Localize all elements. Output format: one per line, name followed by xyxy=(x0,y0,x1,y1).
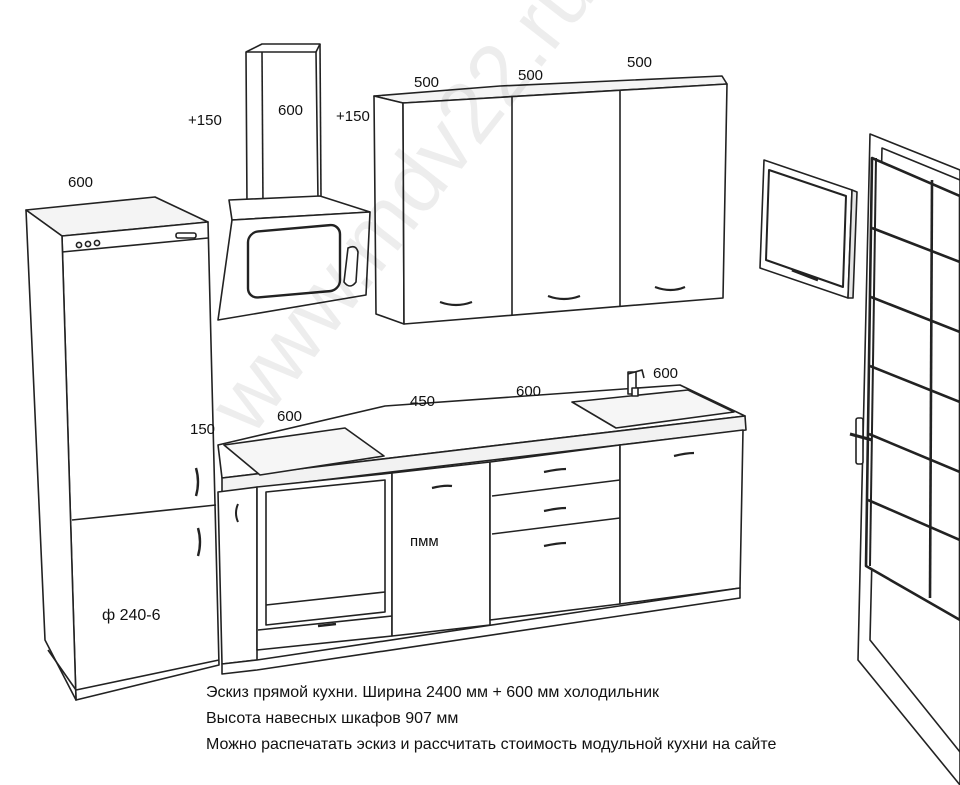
fridge-width-label: 600 xyxy=(68,174,94,191)
fridge-model-label: ф 240-6 xyxy=(102,607,161,624)
wall-cabinet-handle-2 xyxy=(547,294,581,301)
caption-line-2: Высота навесных шкафов 907 мм xyxy=(206,710,459,727)
wall-cabinet-handle-3 xyxy=(654,285,686,292)
dishwasher-label: пмм xyxy=(410,533,439,550)
countertop xyxy=(217,369,747,493)
wall-cabinet-handle-1 xyxy=(439,300,473,307)
control-buttons xyxy=(75,232,197,249)
fridge-lower-handle xyxy=(196,527,202,557)
sink-cabinet xyxy=(619,429,744,605)
refrigerator xyxy=(25,196,220,701)
caption-line-1: Эскиз прямой кухни. Ширина 2400 мм + 600… xyxy=(206,684,660,701)
wall-cabinet-2-label: 500 xyxy=(518,67,544,84)
base-cabinets xyxy=(217,429,744,675)
dishwasher-panel xyxy=(391,461,491,637)
sink xyxy=(571,389,735,429)
wall-plus-right-label: +150 xyxy=(336,108,370,125)
wall-cabinets xyxy=(373,75,728,325)
wall-cabinet-1-label: 500 xyxy=(414,74,440,91)
sink-width-label: 600 xyxy=(653,365,679,382)
hood-width-label: 600 xyxy=(278,102,304,119)
wall-cabinet-3-label: 500 xyxy=(627,54,653,71)
hood-plus-left-label: +150 xyxy=(188,112,222,129)
hob-width-label: 600 xyxy=(277,408,303,425)
wall-tv xyxy=(759,159,858,299)
faucet xyxy=(627,369,645,397)
drawers-width-label: 600 xyxy=(516,383,542,400)
door-handle xyxy=(849,417,873,465)
dishwasher-width-label: 450 xyxy=(410,393,436,410)
fridge-gap-label: 150 xyxy=(190,421,216,438)
door xyxy=(849,133,960,785)
cooker-hood xyxy=(217,43,371,321)
hob xyxy=(223,427,385,476)
fridge-upper-handle xyxy=(194,467,200,497)
caption-line-3: Можно распечатать эскиз и рассчитать сто… xyxy=(206,736,777,753)
